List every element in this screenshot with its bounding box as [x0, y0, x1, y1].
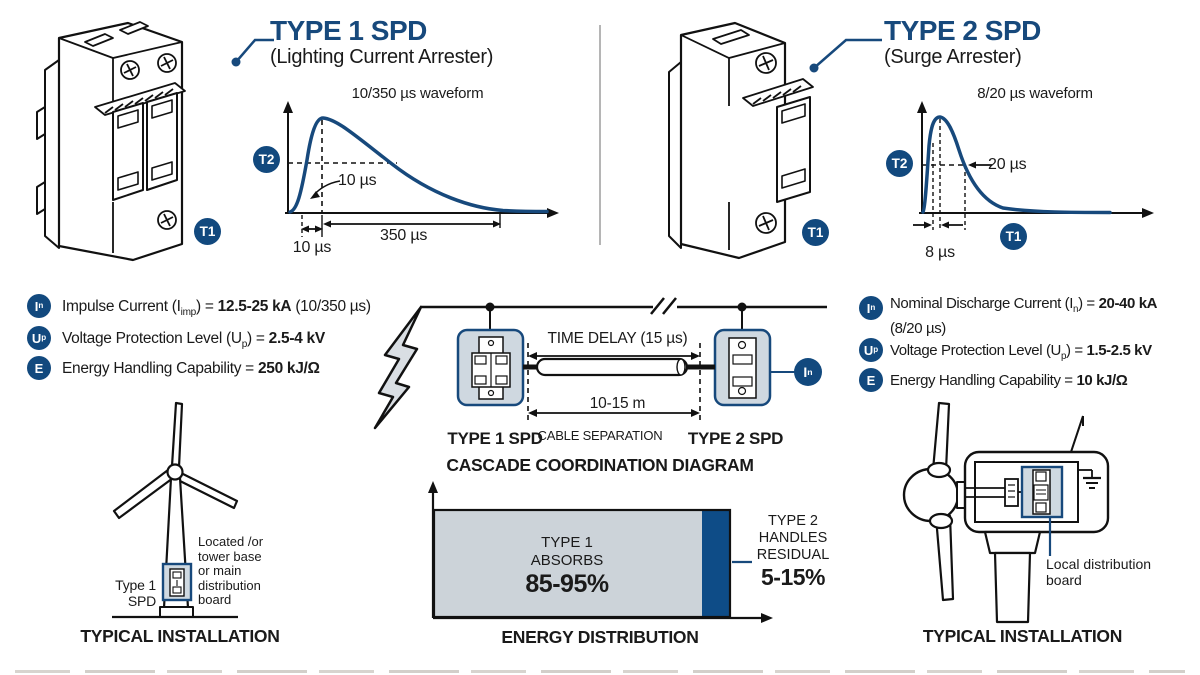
energy-handling-badge-icon: E [27, 356, 51, 380]
typical-installation-left-title: TYPICAL INSTALLATION [80, 626, 280, 646]
tower-base-note-line: or main [198, 563, 242, 578]
typical-installation-right-title: TYPICAL INSTALLATION [922, 626, 1123, 646]
local-distribution-note-line: Local distribution [1046, 556, 1152, 572]
energy-type2-line1: TYPE 2 [768, 513, 818, 529]
type1-spd-device-icon [36, 21, 186, 262]
time-delay-label: TIME DELAY (15 µs) [547, 330, 688, 347]
energy-type2-block: TYPE 2 HANDLES RESIDUAL 5-15% [733, 513, 853, 590]
waveform2-label: 8/20 µs waveform [977, 85, 1093, 102]
cascade-diagram-title: CASCADE COORDINATION DIAGRAM [446, 455, 754, 475]
tower-base-note-line: board [198, 592, 232, 607]
lightning-bolt-icon [373, 305, 423, 430]
energy-type1-value: 85-95% [525, 570, 609, 598]
type1-title: TYPE 1 SPD [270, 15, 427, 46]
cascade-type1-label: TYPE 1 SPD [447, 429, 543, 448]
energy-type2-value: 5-15% [761, 564, 825, 590]
energy-distribution-chart [428, 481, 773, 623]
vertical-divider [599, 25, 601, 245]
cascade-type2-label: TYPE 2 SPD [687, 429, 784, 448]
type1-device-illustration [35, 12, 240, 262]
ground-symbol-icon [1078, 469, 1101, 489]
waveform2-decay-label: 20 µs [988, 156, 1027, 173]
waveform2-rise-label: 8 µs [925, 244, 955, 261]
nacelle-illustration [902, 401, 1110, 624]
waveform1-duration-label: 350 µs [380, 227, 428, 244]
t1-badge-device1: T1 [194, 218, 221, 245]
energy-handling-badge-icon-right: E [859, 368, 883, 392]
energy-type2-line3: RESIDUAL [756, 547, 830, 563]
t2-badge-waveform2: T2 [886, 150, 913, 177]
type2-spd-device-icon [668, 21, 814, 260]
cropped-bottom-text-strip [15, 670, 1185, 673]
tower-base-note-line: tower base [198, 548, 262, 564]
spec-energy-handling-right: Energy Handling Capability = 10 kJ/Ω [890, 372, 1128, 389]
energy-distribution-title: ENERGY DISTRIBUTION [501, 627, 699, 647]
cable-distance-label: 10-15 m [589, 395, 646, 412]
local-distribution-note-line: board [1046, 572, 1082, 588]
wind-turbine-illustration [112, 401, 239, 619]
cascade-diagram-drawing [373, 297, 827, 430]
type2-leader-line [809, 38, 882, 73]
waveform1-rise-annotation: 10 µs [338, 172, 377, 189]
spec-nominal-discharge: Nominal Discharge Current (In) = 20-40 k… [890, 295, 1158, 337]
waveform1-rise-label: 10 µs [292, 239, 332, 256]
t1-badge-device2: T1 [802, 219, 829, 246]
spec-voltage-protection-right: Voltage Protection Level (Up) = 1.5-2.5 … [890, 342, 1152, 362]
local-distribution-note: Local distribution board [1046, 556, 1151, 588]
cable-separation-label: CABLE SEPARATION [537, 428, 663, 443]
spec-voltage-protection-left: Voltage Protection Level (Up) = 2.5-4 kV [62, 330, 325, 351]
energy-type1-line2: ABSORBS [530, 552, 604, 569]
type2-title: TYPE 2 SPD [884, 15, 1041, 46]
energy-type1-line1: TYPE 1 [541, 534, 593, 551]
t1-badge-waveform2: T1 [1000, 223, 1027, 250]
turbine-type1-spd-label: Type 1 SPD [115, 577, 156, 609]
tower-base-note-line: distribution [198, 577, 261, 593]
type1-leader-line [231, 38, 274, 67]
waveform1-chart [283, 101, 559, 237]
t2-badge-waveform1: T2 [253, 146, 280, 173]
spec-energy-handling-left: Energy Handling Capability = 250 kJ/Ω [62, 360, 320, 377]
type1-subtitle: (Lighting Current Arrester) [270, 46, 494, 68]
energy-type2-line2: HANDLES [758, 530, 828, 546]
waveform2-chart [913, 101, 1154, 230]
waveform1-label: 10/350 µs waveform [351, 85, 484, 102]
type2-device-illustration [665, 12, 845, 262]
type2-subtitle: (Surge Arrester) [884, 46, 1022, 68]
tower-base-note-line: Located /or [198, 534, 264, 549]
tower-base-note: Located /or tower base or main distribut… [198, 534, 264, 608]
energy-type1-block: TYPE 1 ABSORBS 85-95% [500, 534, 634, 598]
spec-impulse-current: Impulse Current (Iimp) = 12.5-25 kA (10/… [62, 298, 371, 319]
